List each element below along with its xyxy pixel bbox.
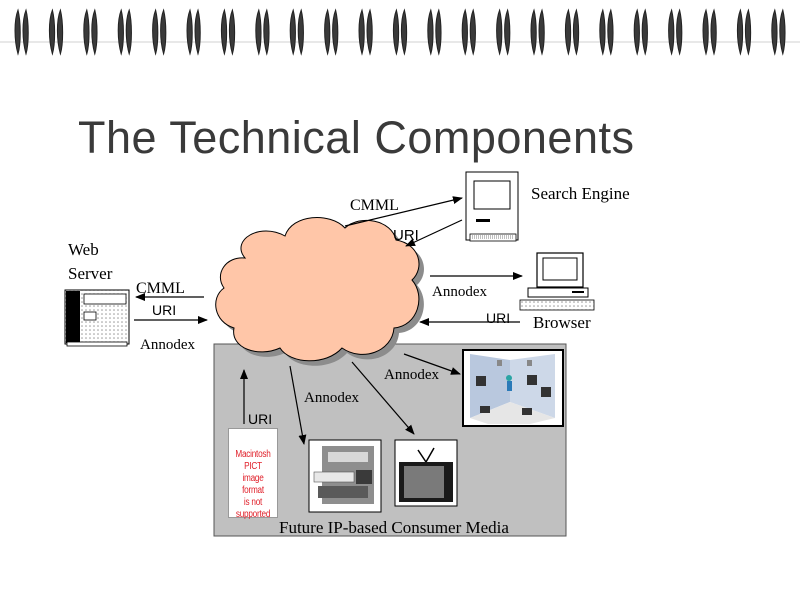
binding-ring (633, 8, 648, 56)
binding-ring (289, 8, 304, 56)
label-cmml-left: CMML (136, 280, 185, 297)
binding-ring (117, 8, 132, 56)
binding-ring (496, 8, 511, 56)
pict-line-2: image format (242, 473, 264, 496)
binding-ring (220, 8, 236, 56)
label-future-media: Future IP-based Consumer Media (279, 518, 509, 537)
printer-appliance-icon (308, 439, 382, 513)
binding-ring (14, 8, 29, 56)
pict-line-1: Macintosh PICT (235, 449, 271, 472)
label-uri-bottom: URI (248, 411, 273, 427)
label-web: Web (68, 240, 99, 259)
binding-ring (324, 8, 339, 56)
television-icon (394, 439, 458, 507)
binding-ring (736, 8, 752, 56)
label-uri-left: URI (152, 302, 177, 318)
pict-line-3: is not supported (235, 497, 271, 520)
virtual-room-icon (462, 349, 564, 427)
label-uri-top: URI (393, 227, 419, 244)
binding-ring (152, 8, 167, 56)
label-cmml-top: CMML (350, 197, 399, 214)
binding-ring (83, 8, 98, 56)
pict-placeholder: Macintosh PICT image format is not suppo… (228, 428, 278, 520)
annodex-arrow-to-tv (351, 361, 415, 435)
page-title: The Technical Components (78, 112, 635, 163)
mac-computer-icon (465, 171, 519, 242)
binding-ring (48, 8, 64, 56)
cloud-network-icon (215, 217, 424, 366)
label-server: Server (68, 264, 113, 283)
binding-ring (564, 8, 580, 56)
label-annodex-left: Annodex (140, 337, 195, 353)
label-annodex-right: Annodex (432, 284, 487, 300)
binding-ring (530, 8, 545, 56)
binding-ring (358, 8, 373, 56)
binding-ring (771, 8, 786, 56)
label-search-engine: Search Engine (531, 184, 630, 203)
binding-ring (461, 8, 476, 56)
binding-ring (427, 8, 442, 56)
binding-ring (186, 8, 201, 56)
server-icon (64, 289, 130, 347)
binding-ring (255, 8, 270, 56)
spiral-binding-icon (0, 8, 800, 56)
binding-ring (668, 8, 683, 56)
binding-ring (702, 8, 717, 56)
annodex-arrow-to-printer (289, 365, 307, 445)
label-browser: Browser (533, 313, 591, 332)
binding-ring (392, 8, 408, 56)
label-annodex-media2: Annodex (304, 390, 359, 406)
connection-arrows (134, 196, 523, 445)
label-uri-right: URI (486, 310, 511, 326)
label-annodex-media1: Annodex (384, 367, 439, 383)
cmml-arrow-to-search (344, 196, 463, 227)
uri-arrow-from-search (405, 219, 463, 247)
desktop-computer-icon (519, 252, 595, 311)
annodex-arrow-to-room (403, 353, 461, 375)
binding-ring (599, 8, 614, 56)
